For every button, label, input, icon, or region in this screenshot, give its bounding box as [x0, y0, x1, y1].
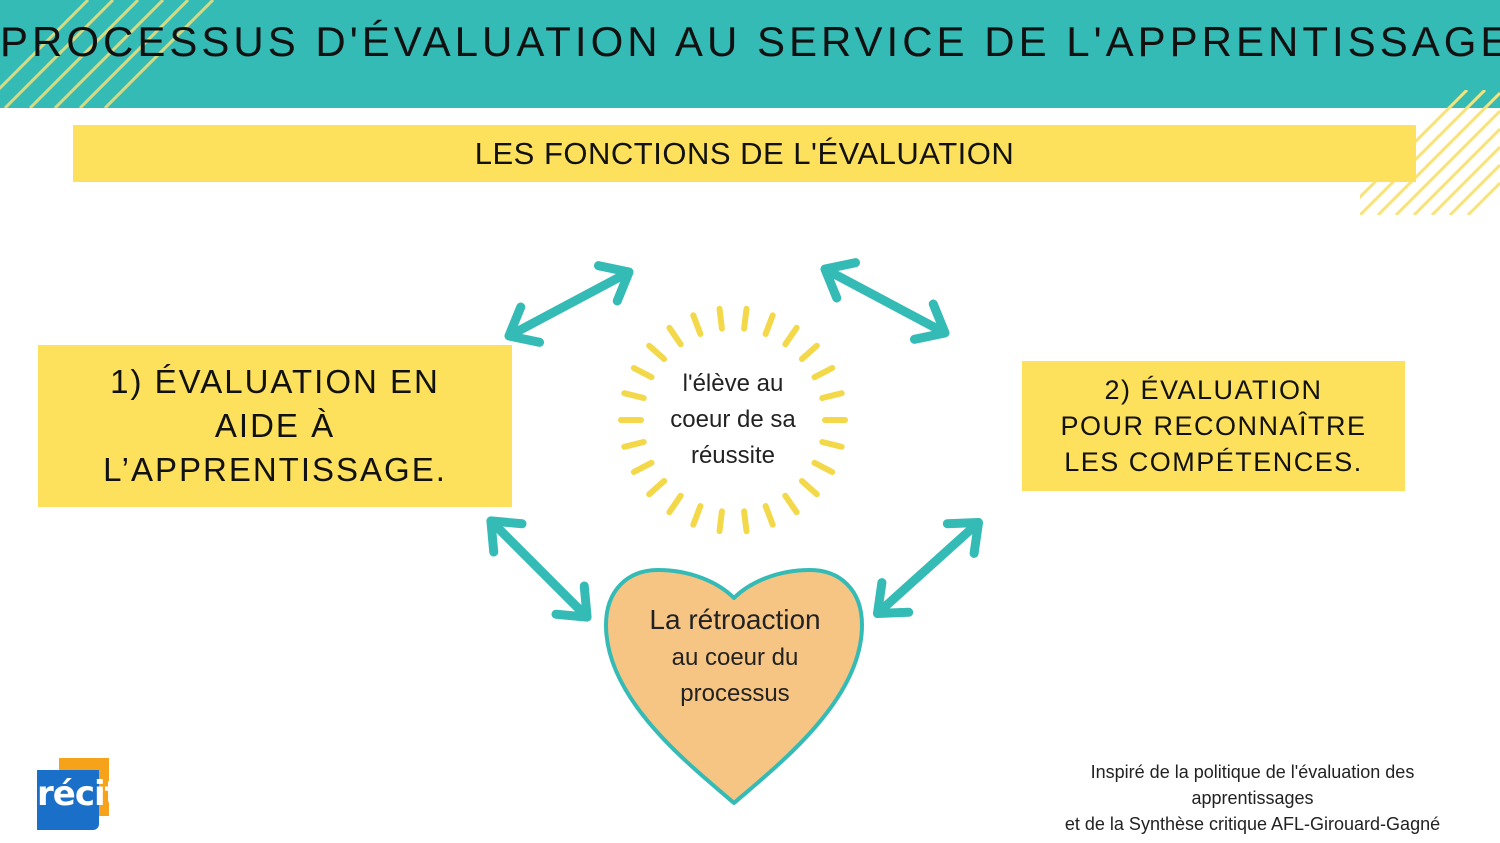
sun-ray	[762, 503, 776, 528]
left-box-line-2: AIDE À	[214, 407, 336, 444]
heart-shape	[604, 568, 864, 805]
sun-ray	[819, 439, 845, 450]
sun-ray	[819, 390, 845, 401]
double-arrow-top-left	[500, 254, 639, 353]
sun-ray	[716, 305, 725, 332]
sun-ray	[741, 305, 750, 332]
sun-ray	[798, 478, 820, 498]
sun-ray	[621, 390, 647, 401]
sun-ray	[690, 312, 704, 337]
right-box-line-2: POUR RECONNAÎTRE	[1060, 411, 1367, 441]
summative-evaluation-box: 2) ÉVALUATION POUR RECONNAÎTRE LES COMPÉ…	[1022, 361, 1405, 491]
center-line-2: coeur de sa	[670, 406, 796, 433]
credits-line-3: et de la Synthèse critique AFL-Girouard-…	[1064, 814, 1441, 834]
right-box-line-1: 2) ÉVALUATION	[1104, 375, 1323, 405]
center-line-3: réussite	[690, 442, 776, 469]
sun-ray	[798, 342, 820, 362]
sun-ray	[762, 312, 776, 337]
sun-ray	[621, 439, 647, 450]
heart-line-1: au coeur du	[671, 644, 799, 671]
header-band: PROCESSUS D'ÉVALUATION AU SERVICE DE L'A…	[0, 0, 1500, 108]
sun-ray	[811, 365, 836, 381]
double-arrow-bottom-right	[864, 508, 992, 629]
right-box-line-3: LES COMPÉTENCES.	[1064, 447, 1363, 477]
diagonal-stripes-decoration	[0, 0, 215, 108]
sun-ray	[646, 478, 668, 498]
left-box-line-3: L’APPRENTISSAGE.	[103, 451, 447, 488]
sun-ray	[666, 324, 684, 348]
heart-line-2: processus	[680, 680, 790, 707]
corner-stripes-decoration	[1360, 90, 1500, 215]
subtitle-bar: LES FONCTIONS DE L'ÉVALUATION	[73, 125, 1416, 182]
logo-text: récit	[37, 774, 121, 814]
recit-logo: récit	[37, 758, 121, 830]
formative-evaluation-box: 1) ÉVALUATION EN AIDE À L’APPRENTISSAGE.	[38, 345, 512, 507]
sun-ray	[630, 365, 655, 381]
sun-ray	[716, 508, 725, 535]
subtitle-text: LES FONCTIONS DE L'ÉVALUATION	[474, 135, 1015, 171]
sun-ray	[782, 324, 800, 348]
logo-blue-square	[37, 770, 99, 830]
sun-rays	[618, 305, 848, 535]
left-box-line-1: 1) ÉVALUATION EN	[110, 363, 440, 400]
credits-line-2: apprentissages	[1191, 788, 1314, 808]
student-center-text: l'élève au coeur de sa réussite	[633, 366, 833, 474]
sun-ray	[646, 342, 668, 362]
sun-ray	[782, 492, 800, 516]
sun-ray	[630, 459, 655, 475]
sun-ray	[666, 492, 684, 516]
center-line-1: l'élève au	[682, 370, 784, 397]
double-arrow-bottom-left	[477, 507, 601, 631]
double-arrow-top-right	[816, 251, 955, 350]
page-title: PROCESSUS D'ÉVALUATION AU SERVICE DE L'A…	[0, 18, 1500, 65]
credits-line-1: Inspiré de la politique de l'évaluation …	[1090, 762, 1415, 782]
sun-ray	[690, 503, 704, 528]
heart-title: La rétroaction	[649, 604, 821, 635]
sun-ray	[811, 459, 836, 475]
sun-ray	[741, 508, 750, 535]
feedback-heart-text: La rétroaction au coeur du processus	[610, 600, 860, 712]
credits-note: Inspiré de la politique de l'évaluation …	[1040, 759, 1465, 837]
